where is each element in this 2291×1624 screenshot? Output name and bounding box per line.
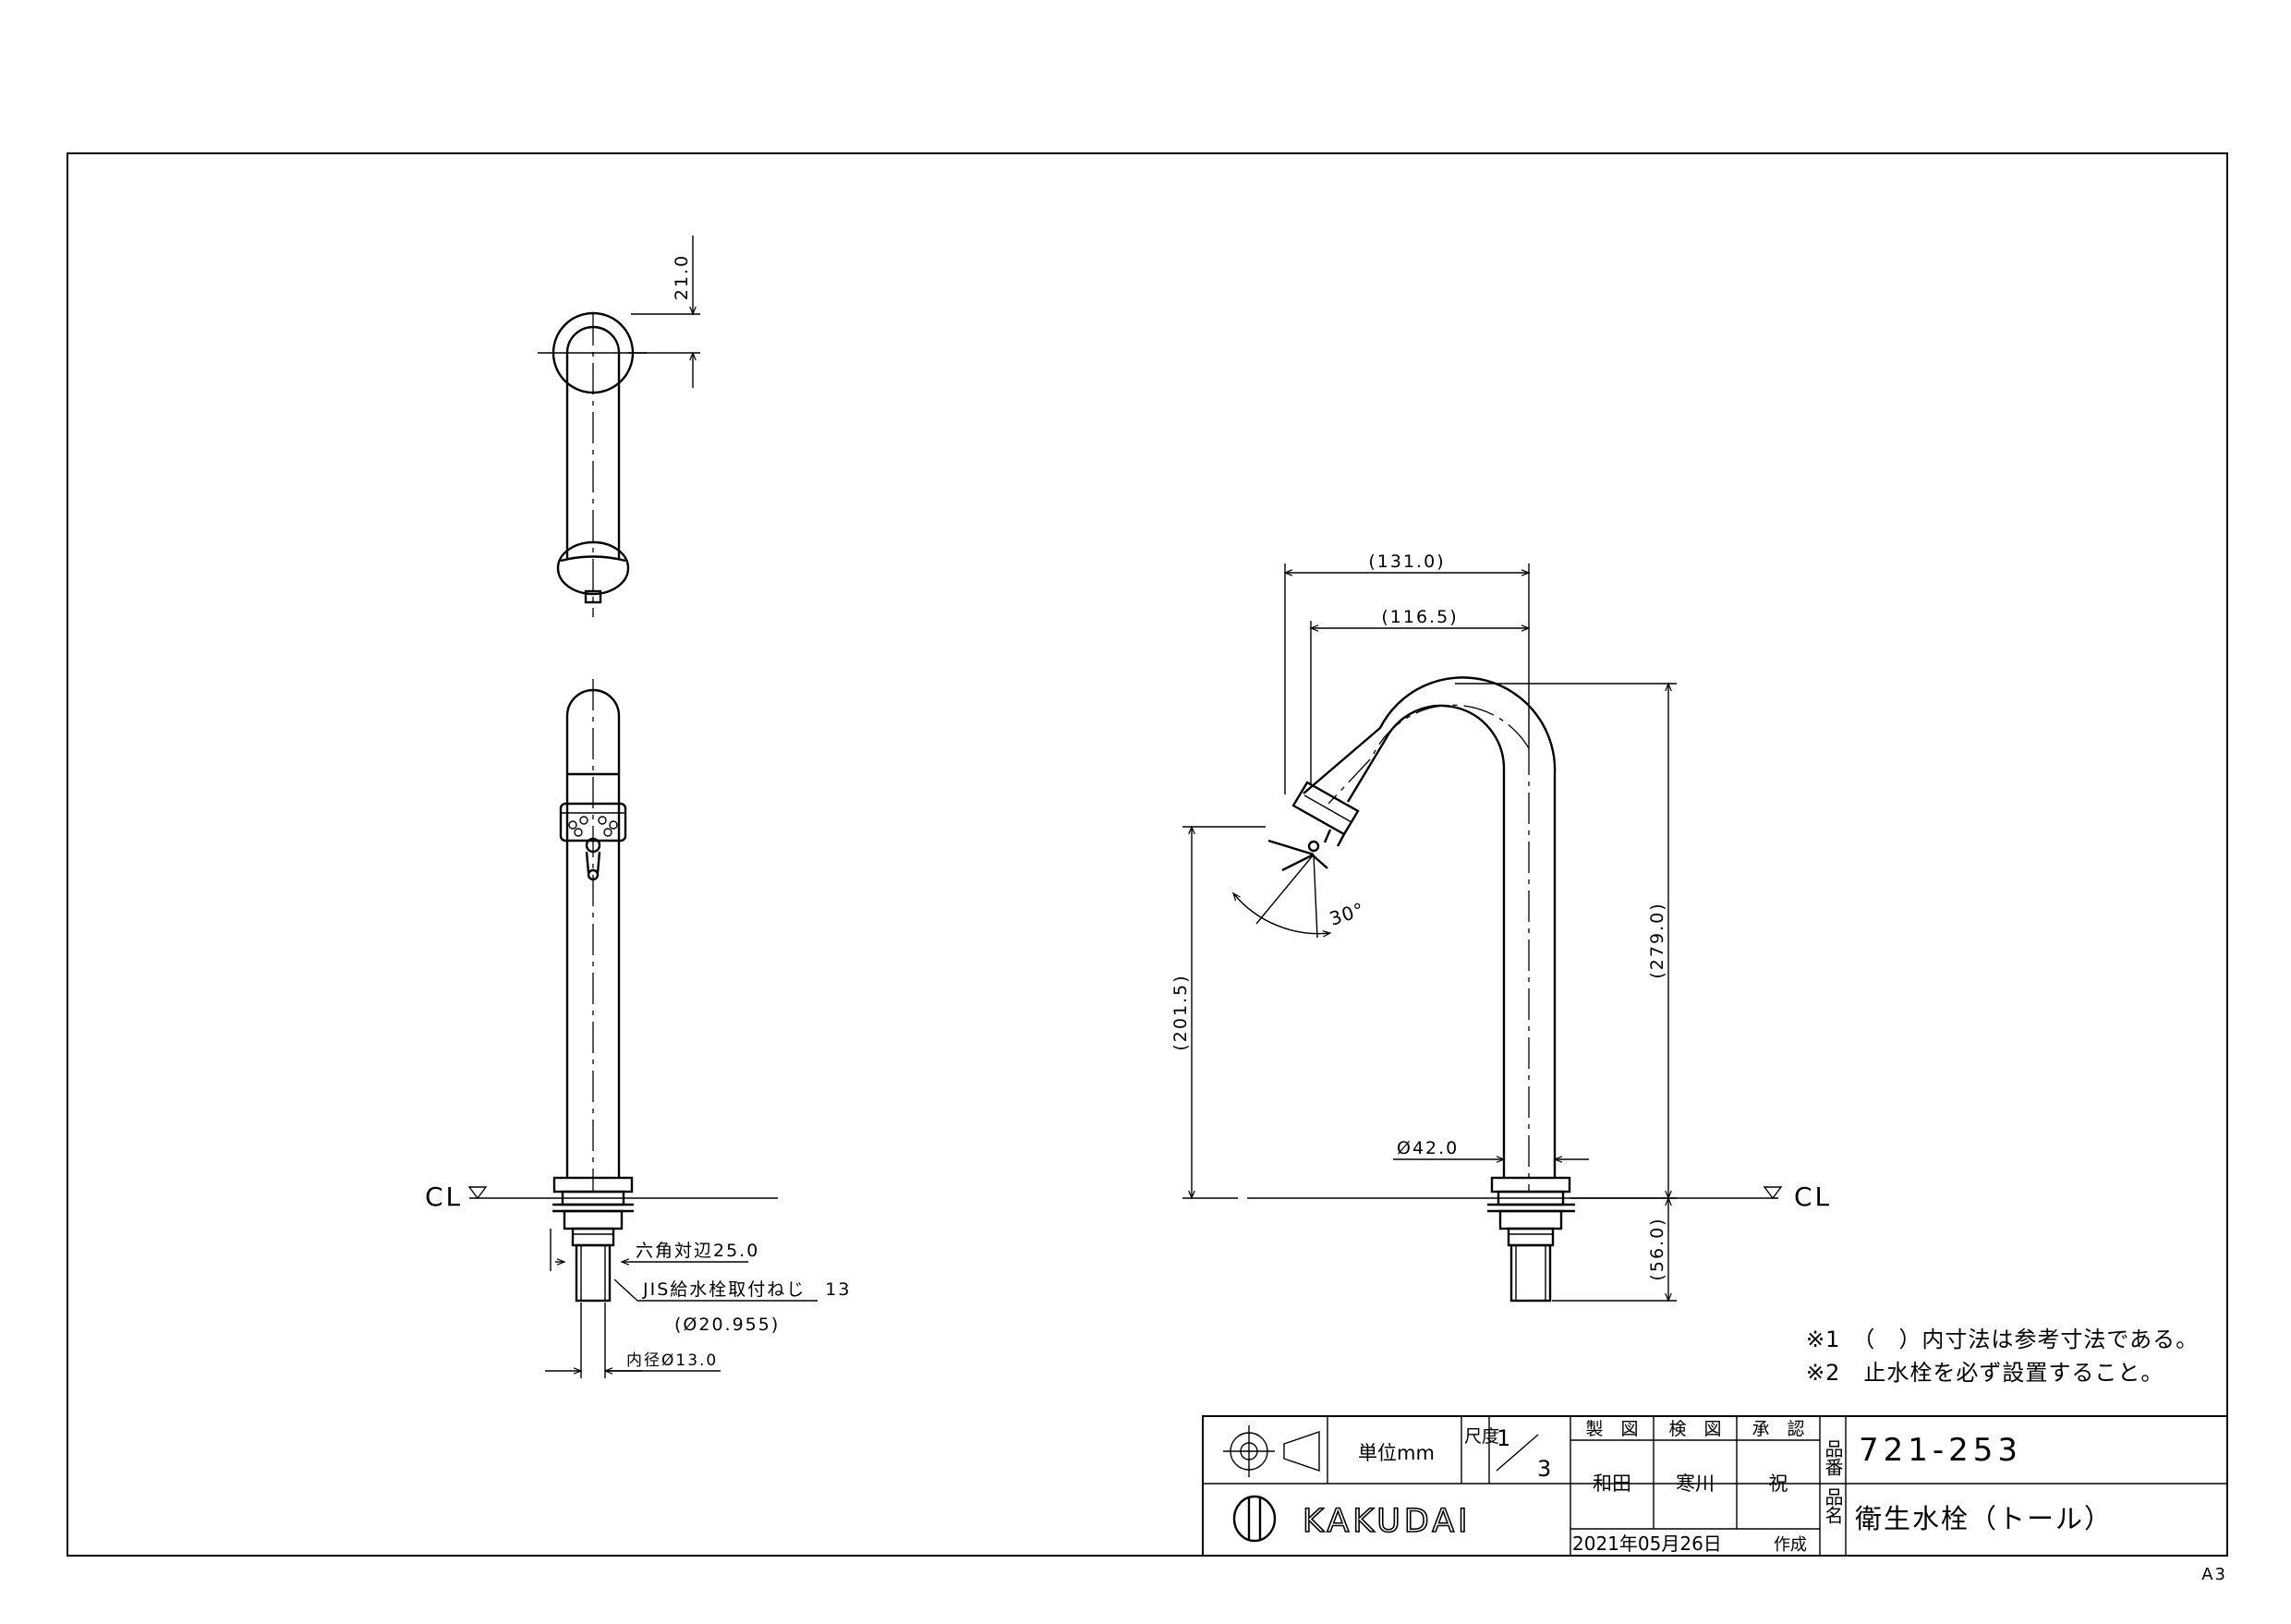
- scale-label: 尺度: [1464, 1426, 1499, 1447]
- part-name-label: 品名: [1822, 1487, 1844, 1524]
- dim-spout-height: (201.5): [1170, 974, 1191, 1050]
- sheet-size-label: A3: [2201, 1565, 2227, 1584]
- title-block: 単位mm 尺度 1 3 製 図 検 図 承 認 和田 寒川 祝 2021年05月…: [1202, 1415, 2228, 1557]
- dim-jis-thread: JIS給水栓取付ねじ 13: [642, 1279, 851, 1300]
- drawing-border: [67, 152, 2228, 1557]
- dim-overall-reach: (131.0): [1368, 551, 1445, 572]
- note-1: ※1 （ ）内寸法は参考寸法である。: [1806, 1327, 2199, 1352]
- approved-header: 承 認: [1752, 1419, 1804, 1439]
- dim-body-dia: Ø42.0: [1397, 1138, 1459, 1158]
- side-view: 30° CL (131.0) (116.5) (279.0) (201: [1170, 551, 1832, 1303]
- part-no-label: 品番: [1822, 1439, 1844, 1476]
- part-name: 衛生水栓（トール）: [1855, 1503, 2113, 1534]
- drawn-header: 製 図: [1585, 1419, 1638, 1439]
- front-view: CL 六角対辺25.0 JIS給水栓取付ねじ 13 (Ø20.955) 内径Ø1…: [425, 679, 851, 1378]
- kakudai-logo: KAKUDAI: [1232, 1495, 1472, 1543]
- dim-top-offset: 21.0: [672, 254, 692, 300]
- created-date: 2021年05月26日: [1572, 1533, 1722, 1555]
- dim-shank-length: (56.0): [1647, 1217, 1667, 1280]
- dim-overall-height: (279.0): [1647, 902, 1667, 978]
- part-number: 721-253: [1859, 1432, 2022, 1469]
- top-view: 21.0: [538, 236, 700, 617]
- dim-inner-dia: 内径Ø13.0: [626, 1351, 718, 1370]
- unit-label: 単位mm: [1358, 1442, 1435, 1464]
- note-2: ※2 止水栓を必ず設置すること。: [1806, 1360, 2164, 1386]
- created-label: 作成: [1774, 1535, 1807, 1555]
- scale-numerator: 1: [1497, 1425, 1510, 1451]
- dim-hex: 六角対辺25.0: [636, 1241, 759, 1261]
- third-angle-projection-symbol: [1223, 1425, 1320, 1477]
- cl-label-side: CL: [1794, 1182, 1832, 1212]
- dim-handle-angle: 30°: [1327, 898, 1367, 930]
- checked-header: 検 図: [1668, 1419, 1721, 1439]
- dim-thread-dia: (Ø20.955): [674, 1315, 780, 1335]
- dim-spout-reach: (116.5): [1381, 607, 1458, 627]
- checked-by: 寒川: [1676, 1473, 1715, 1495]
- brand-name: KAKUDAI: [1303, 1503, 1472, 1540]
- approved-by: 祝: [1769, 1473, 1788, 1495]
- scale-denominator: 3: [1537, 1456, 1551, 1482]
- cl-label-front: CL: [425, 1182, 463, 1212]
- drawn-by: 和田: [1593, 1473, 1631, 1495]
